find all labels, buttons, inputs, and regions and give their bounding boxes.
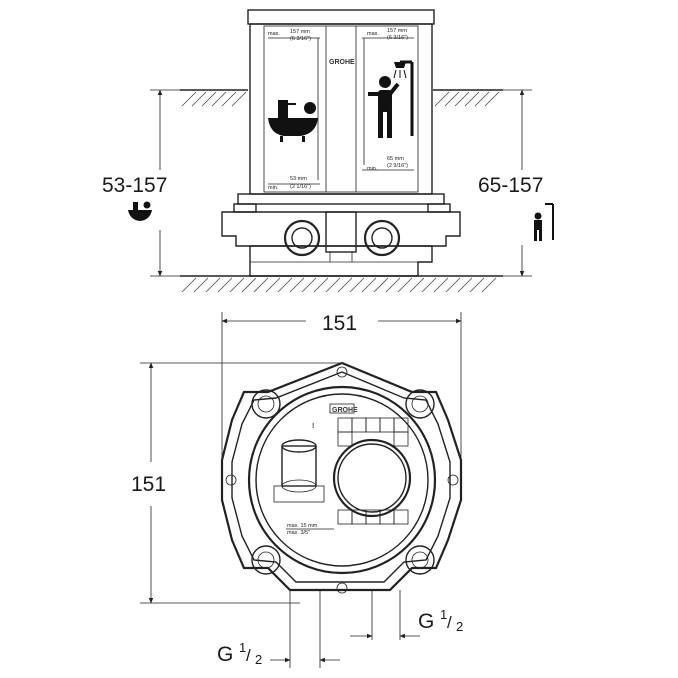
right-thread-letter: G	[418, 610, 434, 633]
valve-housing: GROHE ! max. 15 mm max. 3/5"	[220, 361, 463, 594]
height-dimension: 151	[131, 362, 340, 604]
left-depth-range: 53-157	[102, 174, 167, 197]
box-min-right-mm: 65 mm	[387, 156, 404, 162]
bathtub-icon	[268, 100, 318, 142]
box-max-left-in: (6 3/16")	[290, 36, 311, 42]
box-min-right-label: min.	[367, 166, 378, 172]
shower-symbol-icon	[534, 203, 554, 241]
height-value: 151	[131, 473, 166, 496]
box-min-left-in: (2 1/16")	[290, 184, 311, 190]
max-depth-mm-label: max. 15 mm	[287, 523, 318, 529]
bath-symbol-icon	[128, 201, 152, 221]
right-thread-denominator: 2	[456, 619, 463, 634]
box-max-left-mm: 157 mm	[290, 29, 310, 35]
left-thread-letter: G	[217, 643, 233, 666]
warning-mark: !	[312, 423, 314, 430]
inlet-pipes	[270, 590, 420, 668]
top-view: 151 151	[131, 312, 463, 668]
housing-brand-logo: GROHE	[332, 407, 358, 414]
right-thread-numerator: 1	[440, 607, 447, 622]
box-min-left-mm: 53 mm	[290, 176, 307, 182]
right-depth-range: 65-157	[478, 174, 543, 197]
box-max-right-label: max.	[367, 31, 379, 37]
left-depth-dimension: 53-157	[102, 89, 180, 277]
width-dimension: 151	[221, 312, 462, 470]
width-value: 151	[322, 312, 357, 335]
box-min-left-label: min.	[268, 185, 279, 191]
shower-icon	[368, 60, 414, 138]
svg-text:/: /	[246, 646, 251, 665]
front-view: max. 157 mm (6 3/16") min. 53 mm (2 1/16…	[102, 9, 554, 293]
valve-body	[221, 193, 461, 277]
box-brand-logo: GROHE	[329, 59, 355, 66]
left-thread-numerator: 1	[239, 640, 246, 655]
box-max-left-label: max.	[268, 31, 280, 37]
left-thread-label: G 1 / 2	[217, 640, 262, 667]
box-min-right-in: (2 9/16")	[387, 163, 408, 169]
svg-text:/: /	[447, 613, 452, 632]
wall-surface-top	[180, 89, 503, 107]
protective-box: max. 157 mm (6 3/16") min. 53 mm (2 1/16…	[247, 9, 435, 195]
right-thread-label: G 1 / 2	[418, 607, 463, 634]
wall-surface-bottom	[180, 275, 503, 293]
right-depth-dimension: 65-157	[478, 89, 543, 277]
left-thread-denominator: 2	[255, 652, 262, 667]
box-max-right-mm: 157 mm	[387, 28, 407, 34]
cartridge	[273, 439, 325, 503]
max-depth-in-label: max. 3/5"	[287, 530, 310, 536]
